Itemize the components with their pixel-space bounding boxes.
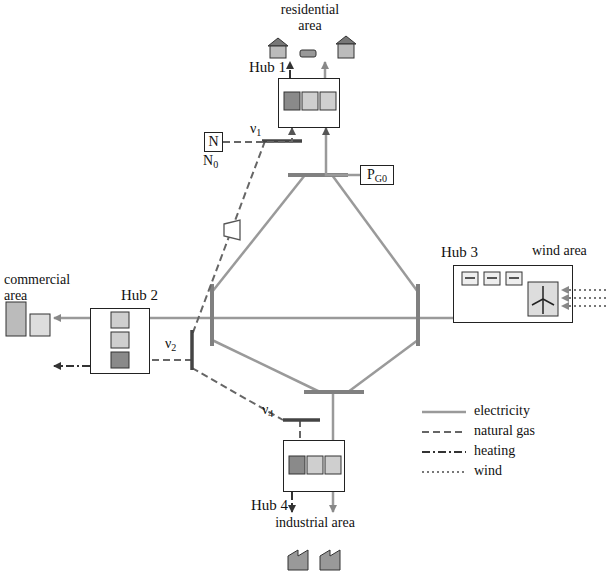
hub-heading: Hub 4 — [251, 497, 288, 514]
hub-heading: Hub 1 — [249, 59, 286, 76]
legend-sample — [422, 471, 466, 473]
bus-label: ν4 — [262, 402, 273, 418]
gas-source-box: N — [204, 132, 223, 152]
hub-heading: Hub 2 — [121, 287, 158, 304]
area-label: industrial area — [265, 515, 365, 531]
area-label: commercial area — [4, 272, 84, 304]
legend-sample — [422, 431, 466, 433]
legend-text: natural gas — [474, 423, 535, 438]
legend-sample — [422, 411, 466, 414]
legend-text: wind — [474, 463, 502, 478]
bus-label: ν2 — [165, 336, 176, 352]
bus-label: ν1 — [250, 121, 261, 137]
energy-hub: Hub 2 — [90, 308, 150, 374]
power-source-box: PG0 — [360, 165, 394, 185]
energy-hub: Hub 1 — [278, 78, 340, 128]
area-label: residential area — [270, 2, 350, 34]
legend-sample — [422, 451, 466, 453]
flow-connector — [223, 128, 292, 142]
flow-connector — [326, 128, 360, 175]
energy-hub: Hub 3 — [453, 265, 573, 323]
legend-text: electricity — [474, 403, 530, 418]
energy-hub: Hub 4 — [283, 440, 345, 492]
box-label: PG0 — [367, 167, 387, 183]
area-label: wind area — [532, 243, 587, 259]
bus-label: N0 — [203, 153, 218, 169]
legend-text: heating — [474, 443, 515, 458]
hub-heading: Hub 3 — [441, 244, 478, 261]
box-label: N — [208, 134, 218, 150]
